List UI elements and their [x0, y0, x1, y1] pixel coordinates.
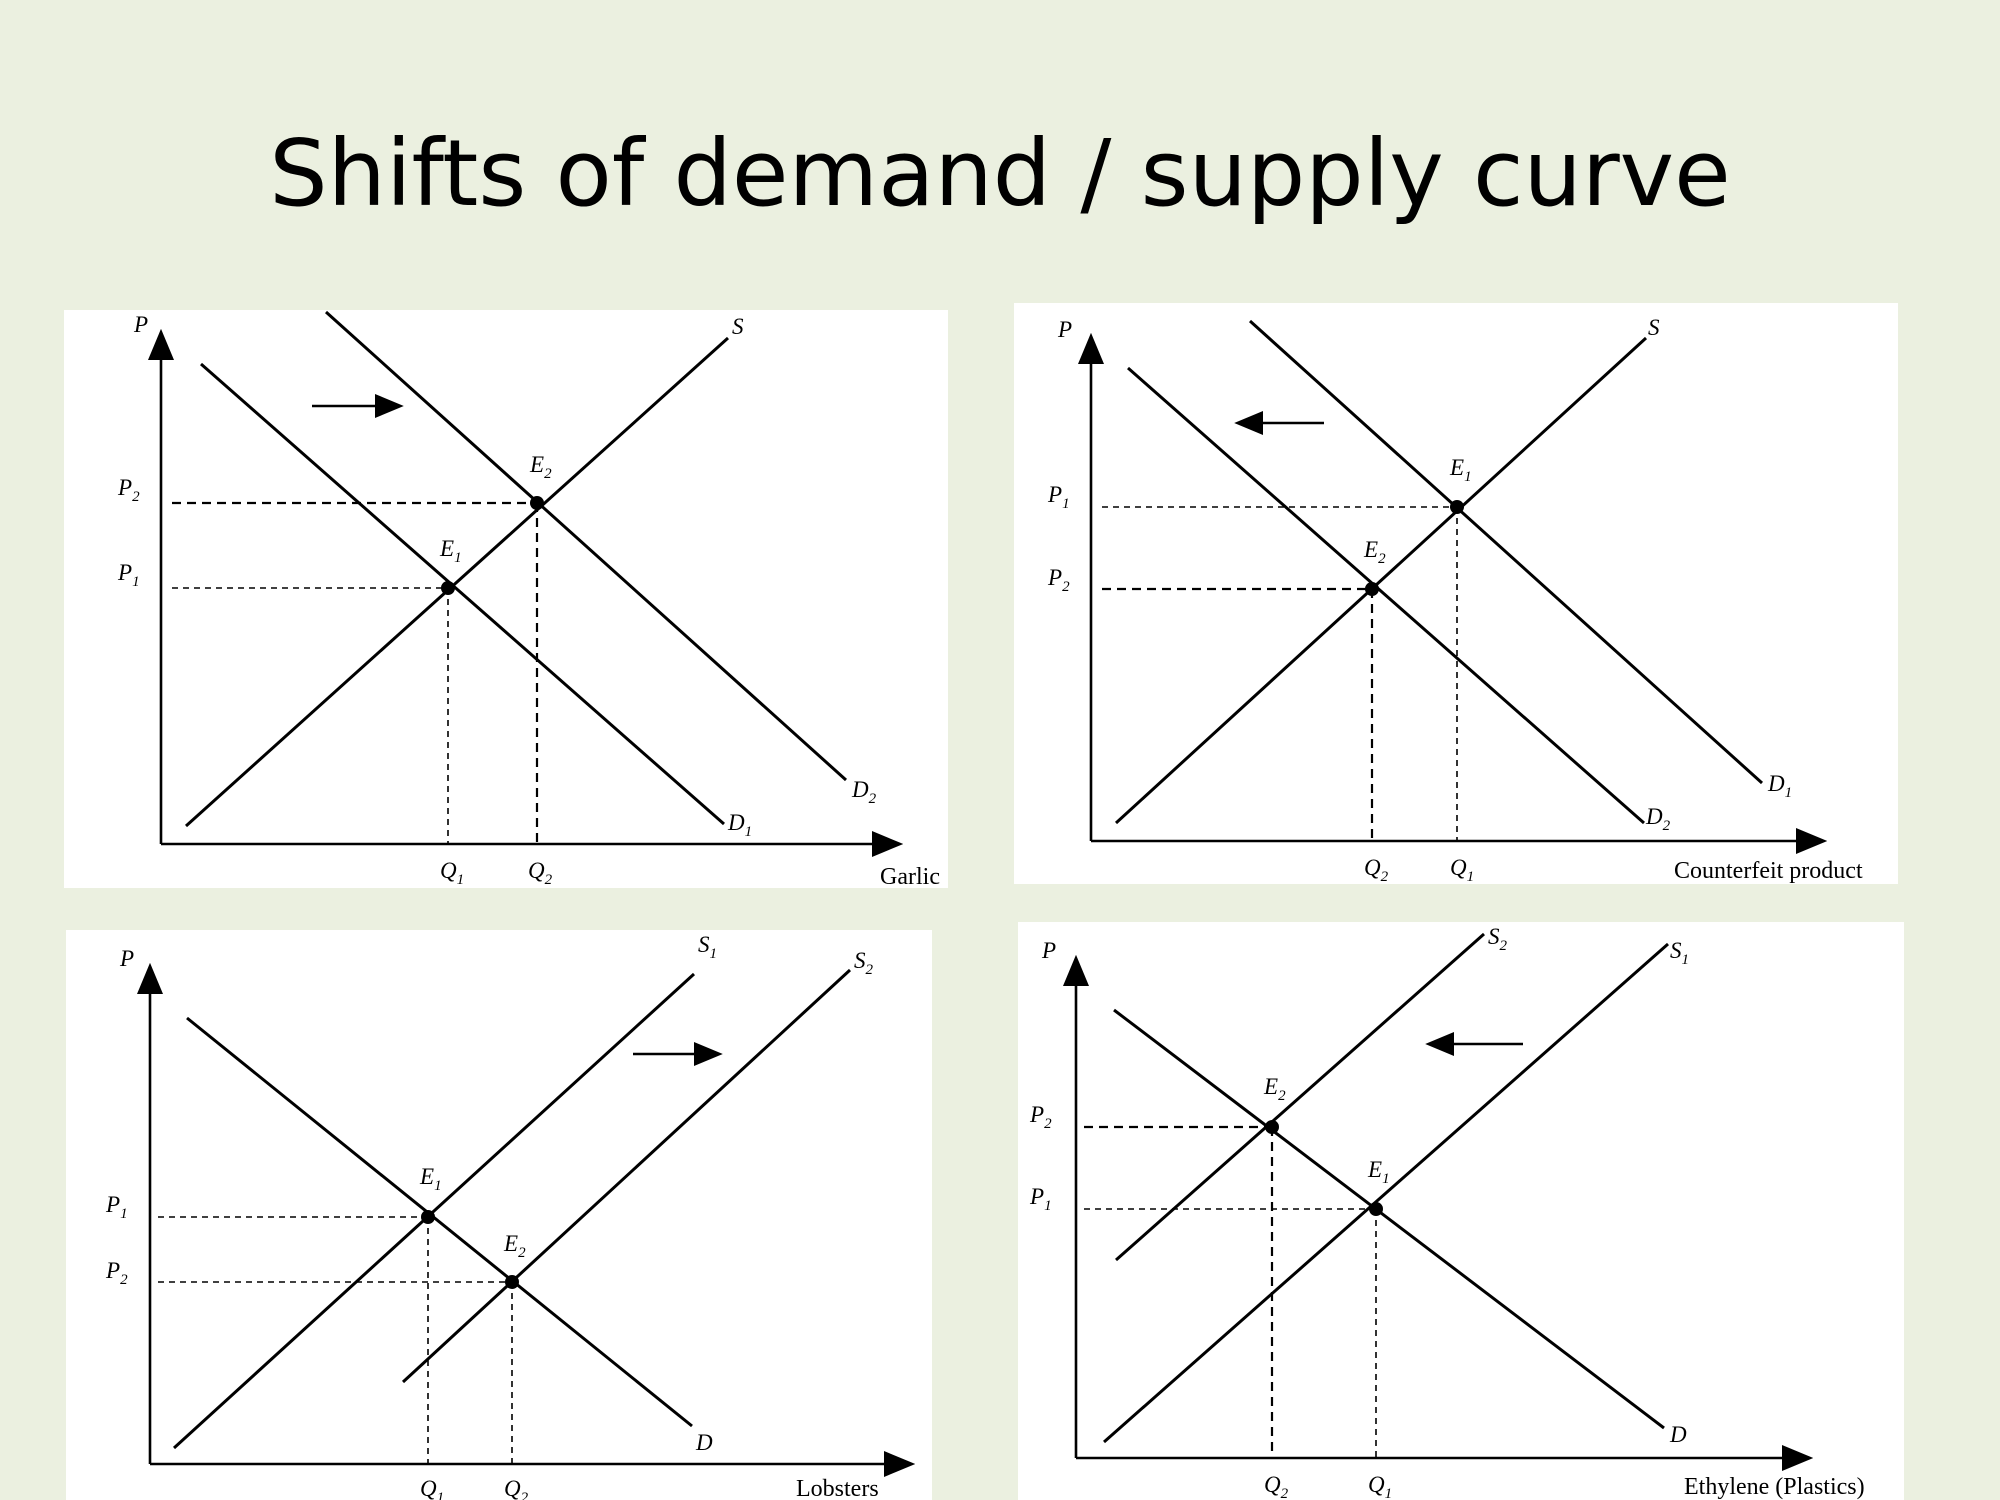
label-q2: Q2 [504, 1476, 529, 1500]
label-e2: E2 [1263, 1074, 1286, 1104]
label-p1: P1 [117, 560, 140, 590]
label-q1: Q1 [1368, 1472, 1392, 1500]
label-p2: P2 [105, 1258, 128, 1288]
diagram-ethylene-svg: P Ethylene (Plastics) S2 S1 D E2 E1 P2 P… [1029, 924, 1865, 1500]
supply-curve-s2 [1115, 932, 1485, 1262]
equilibrium-e1 [1450, 500, 1464, 514]
label-p2: P2 [117, 475, 140, 505]
label-d2: D2 [851, 777, 877, 807]
diagram-counterfeit-svg: P Counterfeit product S D1 D2 E1 E2 P1 P… [1047, 315, 1863, 884]
label-e1: E1 [1449, 455, 1472, 485]
equilibrium-e1 [1369, 1202, 1383, 1216]
label-q1: Q1 [1450, 855, 1474, 884]
diagram-lobsters-svg: P Lobsters S1 S2 D E1 E2 P1 P2 Q1 Q2 [105, 932, 916, 1500]
supply-curve-s2 [401, 968, 852, 1384]
x-axis-title: Garlic [880, 864, 940, 888]
label-d1: D1 [727, 810, 752, 840]
label-q2: Q2 [528, 858, 553, 888]
label-d: D [695, 1430, 713, 1455]
label-s1: S1 [1670, 938, 1689, 968]
demand-curve-d1 [200, 362, 725, 826]
equilibrium-e2 [1265, 1120, 1279, 1134]
diagram-garlic: P Garlic S D1 D2 E2 E1 P2 P1 Q1 Q2 [64, 310, 948, 888]
equilibrium-e1 [441, 581, 455, 595]
equilibrium-e1 [421, 1210, 435, 1224]
label-p1: P1 [1047, 482, 1070, 512]
supply-curve-s [184, 336, 730, 828]
label-e1: E1 [1367, 1157, 1390, 1187]
x-axis-title: Counterfeit product [1674, 858, 1863, 884]
label-e2: E2 [503, 1231, 526, 1261]
supply-curve-s1 [1103, 942, 1669, 1444]
slide-title: Shifts of demand / supply curve [269, 120, 1731, 227]
label-s1: S1 [698, 932, 717, 962]
equilibrium-e2 [505, 1275, 519, 1289]
label-e1: E1 [439, 536, 462, 566]
label-e1: E1 [419, 1164, 442, 1194]
equilibrium-e2 [1365, 582, 1379, 596]
label-s2: S2 [1488, 924, 1508, 954]
demand-curve-d [186, 1016, 693, 1428]
label-s2: S2 [854, 948, 874, 978]
y-axis-label: P [119, 946, 134, 971]
diagram-lobsters: P Lobsters S1 S2 D E1 E2 P1 P2 Q1 Q2 [66, 930, 932, 1500]
diagram-counterfeit: P Counterfeit product S D1 D2 E1 E2 P1 P… [1014, 303, 1898, 884]
y-axis-label: P [1057, 317, 1072, 342]
label-d2: D2 [1645, 804, 1671, 834]
label-s: S [732, 314, 744, 339]
label-s: S [1648, 315, 1660, 340]
label-q1: Q1 [420, 1476, 444, 1500]
label-q2: Q2 [1364, 855, 1389, 884]
x-axis-title: Lobsters [796, 1476, 879, 1500]
label-d: D [1669, 1422, 1687, 1447]
supply-curve-s1 [172, 972, 696, 1450]
equilibrium-e2 [530, 496, 544, 510]
label-p1: P1 [105, 1192, 128, 1222]
label-p1: P1 [1029, 1184, 1052, 1214]
label-d1: D1 [1767, 771, 1792, 801]
y-axis-label: P [1041, 938, 1056, 963]
demand-curve-d1 [1248, 319, 1764, 785]
demand-curve-d2 [324, 310, 848, 782]
supply-curve-s [1114, 336, 1648, 825]
y-axis-label: P [133, 312, 148, 337]
label-q2: Q2 [1264, 1472, 1289, 1500]
label-e2: E2 [529, 452, 552, 482]
demand-curve-d2 [1127, 366, 1645, 825]
x-axis-title: Ethylene (Plastics) [1684, 1474, 1865, 1500]
demand-curve-d [1113, 1008, 1665, 1430]
label-p2: P2 [1047, 565, 1070, 595]
label-e2: E2 [1363, 537, 1386, 567]
label-p2: P2 [1029, 1102, 1052, 1132]
diagram-garlic-svg: P Garlic S D1 D2 E2 E1 P2 P1 Q1 Q2 [117, 310, 940, 888]
diagram-ethylene: P Ethylene (Plastics) S2 S1 D E2 E1 P2 P… [1018, 922, 1904, 1500]
label-q1: Q1 [440, 858, 464, 888]
